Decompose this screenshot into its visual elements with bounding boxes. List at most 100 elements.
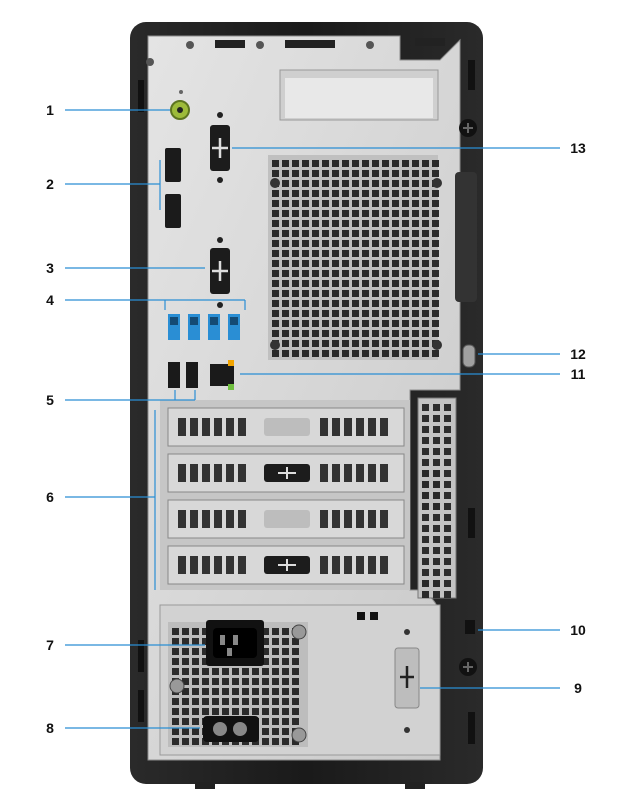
vent-hole <box>332 280 339 287</box>
vent-hole <box>432 350 439 357</box>
vent-hole <box>312 300 319 307</box>
top-tab-1 <box>215 40 245 48</box>
expansion-slot <box>167 453 405 493</box>
vent-hole <box>372 300 379 307</box>
vent-hole <box>372 350 379 357</box>
vent-hole <box>422 569 429 576</box>
vent-hole <box>362 230 369 237</box>
vent-hole <box>352 250 359 257</box>
vent-hole <box>322 190 329 197</box>
vent-hole <box>432 240 439 247</box>
vent-hole <box>362 290 369 297</box>
vent-hole <box>312 250 319 257</box>
vent-hole <box>362 250 369 257</box>
vent-hole <box>352 320 359 327</box>
vent-hole <box>282 718 289 725</box>
vent-hole <box>433 536 440 543</box>
vent-hole <box>444 536 451 543</box>
vent-hole <box>382 330 389 337</box>
vent-hole <box>302 240 309 247</box>
vent-hole <box>382 240 389 247</box>
vent-hole <box>302 320 309 327</box>
vent-hole <box>182 738 189 745</box>
vent-hole <box>322 330 329 337</box>
vent-hole <box>272 220 279 227</box>
vent-hole <box>342 300 349 307</box>
vent-hole <box>252 688 259 695</box>
vent-hole <box>392 310 399 317</box>
vent-hole <box>432 290 439 297</box>
vent-hole <box>272 648 279 655</box>
vent-hole <box>332 250 339 257</box>
vent-hole <box>292 698 299 705</box>
vent-hole <box>332 240 339 247</box>
vent-hole <box>412 260 419 267</box>
vent-hole <box>272 728 279 735</box>
vent-hole <box>282 628 289 635</box>
usb-icon <box>186 362 198 388</box>
vent-hole <box>352 350 359 357</box>
vent-hole <box>192 728 199 735</box>
vent-hole <box>392 230 399 237</box>
vent-hole <box>282 350 289 357</box>
vent-hole <box>422 190 429 197</box>
vent-hole <box>292 350 299 357</box>
vent-hole <box>312 220 319 227</box>
vent-hole <box>444 580 451 587</box>
vent-hole <box>422 340 429 347</box>
screw-icon <box>291 727 307 743</box>
vent-hole <box>222 678 229 685</box>
vent-hole <box>272 668 279 675</box>
vent-hole <box>392 330 399 337</box>
vent-hole <box>402 290 409 297</box>
vent-hole <box>432 280 439 287</box>
vent-hole <box>444 459 451 466</box>
vent-hole <box>433 558 440 565</box>
vent-hole <box>302 210 309 217</box>
vent-hole <box>282 698 289 705</box>
vent-hole <box>432 320 439 327</box>
vent-hole <box>362 180 369 187</box>
ethernet-icon <box>210 364 234 386</box>
vent-hole <box>182 668 189 675</box>
vent-hole <box>392 200 399 207</box>
vent-hole <box>172 638 179 645</box>
vent-hole <box>352 170 359 177</box>
vent-hole <box>202 678 209 685</box>
vent-hole <box>292 658 299 665</box>
vent-hole <box>392 340 399 347</box>
vent-hole <box>444 514 451 521</box>
vent-hole <box>332 310 339 317</box>
vent-hole <box>444 547 451 554</box>
vent-hole <box>332 180 339 187</box>
side-slot <box>138 640 144 672</box>
screw-icon <box>366 41 374 49</box>
vent-hole <box>342 190 349 197</box>
vent-hole <box>282 320 289 327</box>
vent-hole <box>372 270 379 277</box>
vent-hole <box>372 260 379 267</box>
vent-hole <box>282 210 289 217</box>
vent-hole <box>212 678 219 685</box>
vent-hole <box>422 536 429 543</box>
vent-hole <box>422 492 429 499</box>
vent-hole <box>402 230 409 237</box>
vent-hole <box>322 210 329 217</box>
vent-hole <box>342 350 349 357</box>
vent-hole <box>433 437 440 444</box>
expansion-slot <box>167 545 405 585</box>
vent-hole <box>352 260 359 267</box>
vent-hole <box>312 320 319 327</box>
vent-hole <box>322 260 329 267</box>
side-handle <box>455 172 477 302</box>
vent-hole <box>352 180 359 187</box>
vent-hole <box>222 708 229 715</box>
vent-hole <box>182 638 189 645</box>
vent-hole <box>422 270 429 277</box>
vent-hole <box>272 678 279 685</box>
vent-hole <box>362 280 369 287</box>
vent-hole <box>312 280 319 287</box>
vent-hole <box>422 470 429 477</box>
vent-hole <box>362 220 369 227</box>
